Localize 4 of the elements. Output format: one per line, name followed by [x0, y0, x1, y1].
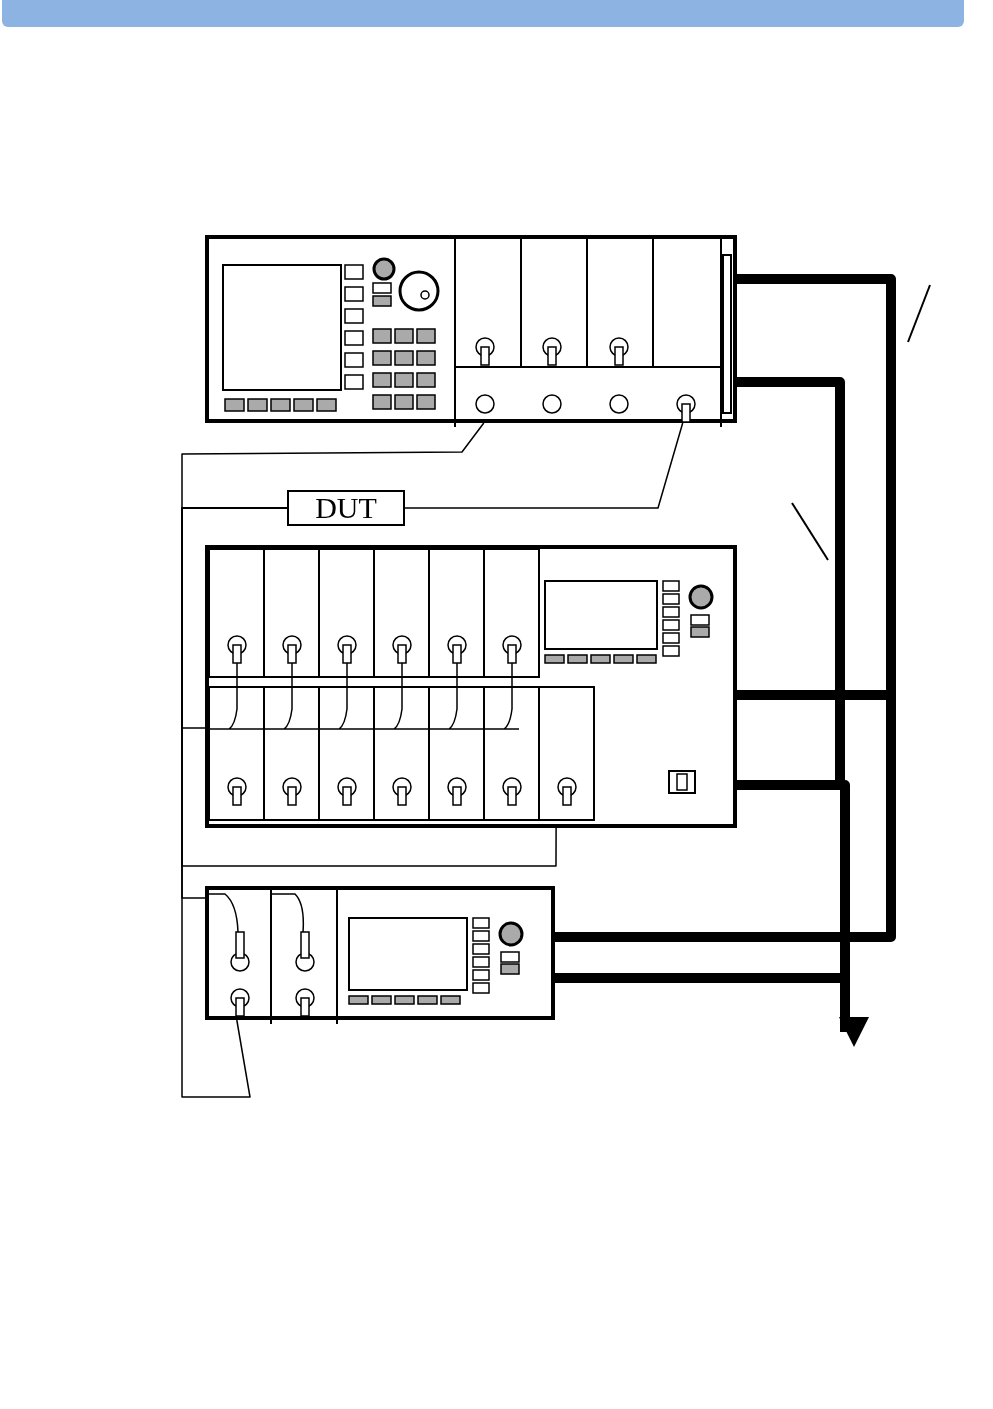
cable: [404, 422, 684, 509]
device-box: DUT: [287, 490, 405, 526]
cable: [181, 422, 485, 509]
instrument-drawing: [205, 545, 737, 828]
